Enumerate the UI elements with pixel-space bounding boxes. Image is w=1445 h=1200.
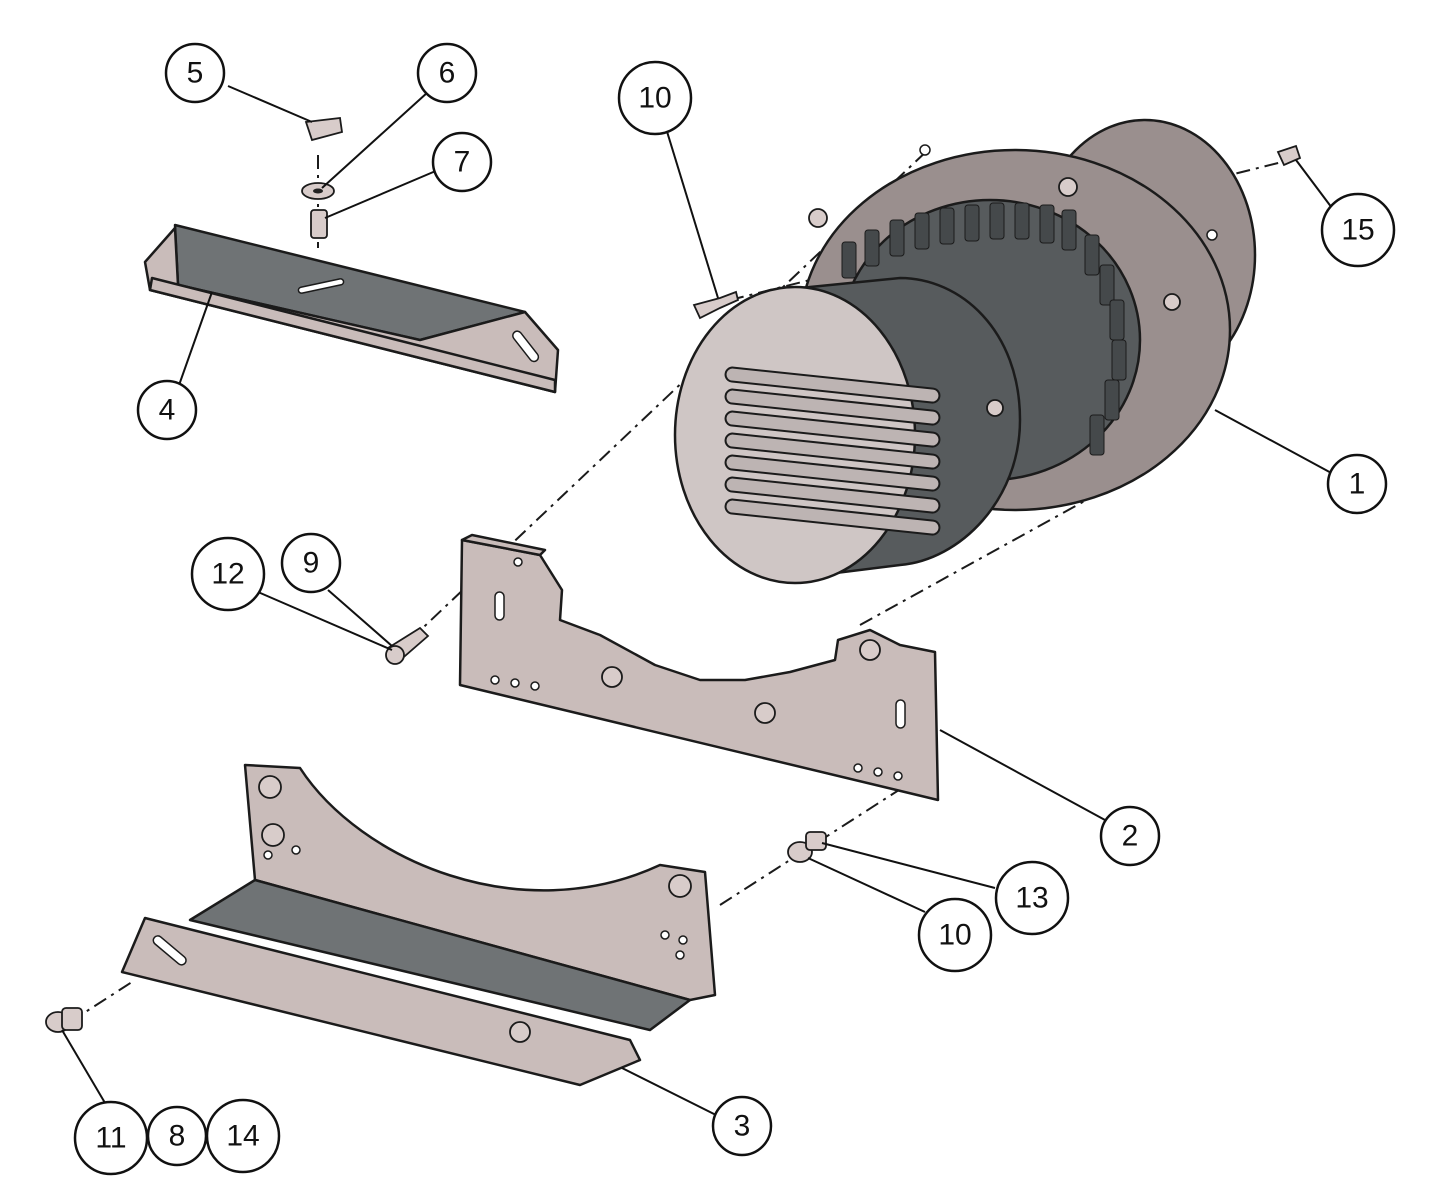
callout-12-label: 12 <box>211 558 244 591</box>
callout-11-label: 11 <box>95 1122 126 1155</box>
air-vent-grille <box>724 366 941 536</box>
nut-part-7 <box>310 209 328 239</box>
callout-10-upper: 10 <box>617 60 693 136</box>
bolt-head-part-5 <box>304 117 344 142</box>
callout-6: 6 <box>416 42 478 104</box>
callout-15-label: 15 <box>1341 214 1374 247</box>
motor-part-1 <box>673 118 1257 585</box>
callout-13-label: 13 <box>1015 882 1048 915</box>
nut-part-11 <box>45 1007 83 1033</box>
callout-11: 11 <box>73 1100 149 1176</box>
callout-5: 5 <box>164 42 226 104</box>
callout-3-label: 3 <box>734 1110 751 1143</box>
callout-5-label: 5 <box>187 57 204 90</box>
callout-13: 13 <box>994 860 1070 936</box>
top-hardware-stack <box>301 117 344 239</box>
callout-1: 1 <box>1326 453 1388 515</box>
cooling-fins <box>841 202 1127 456</box>
callout-14: 14 <box>205 1098 281 1174</box>
callout-1-label: 1 <box>1349 468 1366 501</box>
callout-6-label: 6 <box>439 57 456 90</box>
callout-4: 4 <box>136 379 198 441</box>
callout-10-lower: 10 <box>917 897 993 973</box>
leader-lines <box>61 85 1336 1117</box>
callout-3: 3 <box>711 1095 773 1157</box>
nut-part-13 <box>787 831 827 863</box>
mounting-plate-part-2 <box>458 533 940 802</box>
callout-2-label: 2 <box>1122 820 1139 853</box>
callout-10-lower-label: 10 <box>938 919 971 952</box>
callout-8: 8 <box>146 1105 208 1167</box>
top-bracket-part-4 <box>143 223 560 394</box>
callout-9-label: 9 <box>303 547 320 580</box>
callout-15: 15 <box>1320 192 1396 268</box>
callout-7: 7 <box>431 131 493 193</box>
callout-2: 2 <box>1099 805 1161 867</box>
callout-12: 12 <box>190 536 266 612</box>
base-cradle-part-3 <box>120 763 717 1087</box>
callout-7-label: 7 <box>454 146 471 179</box>
callout-4-label: 4 <box>159 394 176 427</box>
callout-8-label: 8 <box>169 1120 186 1153</box>
callout-14-label: 14 <box>226 1120 259 1153</box>
callout-9: 9 <box>280 532 342 594</box>
callout-10-upper-label: 10 <box>638 82 671 115</box>
bolt-part-15 <box>1276 144 1302 167</box>
bolt-part-10-upper <box>692 290 740 320</box>
